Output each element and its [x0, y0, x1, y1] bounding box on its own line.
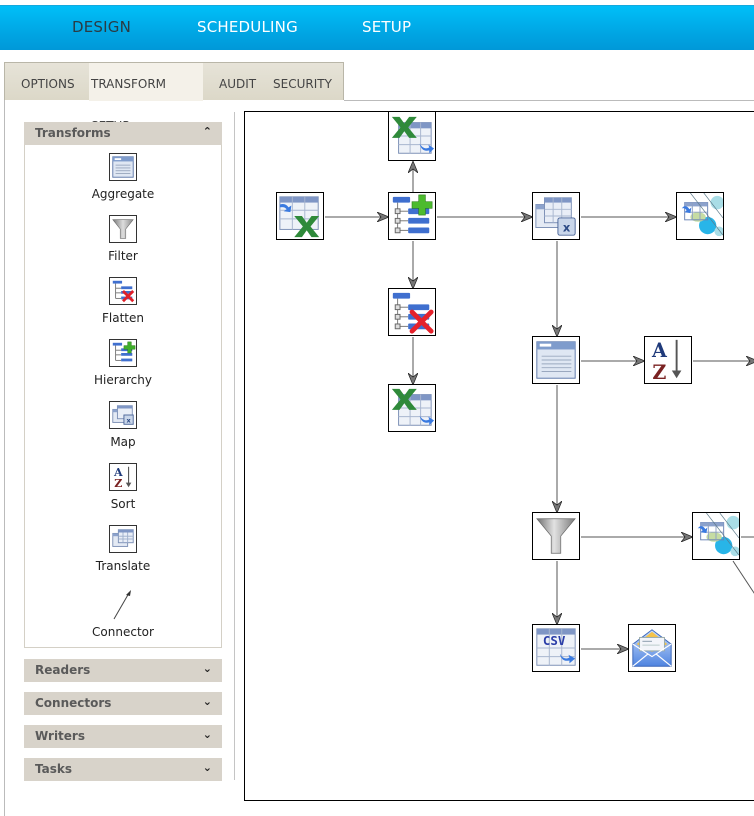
transforms-list: Aggregate Filter Flatten Hierarchy x	[24, 145, 222, 648]
excel-writer-icon	[391, 116, 435, 154]
svg-text:x: x	[563, 220, 571, 234]
tab-bar-divider	[344, 100, 754, 101]
database-writer-icon	[696, 513, 739, 559]
palette-item-label: Filter	[108, 249, 138, 263]
chevron-down-double-icon[interactable]: ⌄	[202, 761, 212, 774]
connectors-panel: Connectors ⌄	[24, 692, 222, 715]
palette-item-connector[interactable]: Connector	[25, 587, 221, 639]
readers-panel-header[interactable]: Readers ⌄	[24, 659, 222, 682]
database-writer-icon	[680, 193, 723, 239]
workflow-canvas[interactable]: x A Z	[244, 111, 754, 801]
connectors-panel-header[interactable]: Connectors ⌄	[24, 692, 222, 715]
palette-item-map[interactable]: x Map	[25, 401, 221, 449]
aggregate-icon	[536, 341, 576, 379]
svg-text:Z: Z	[652, 361, 666, 383]
transforms-panel-title: Transforms	[35, 126, 111, 140]
map-icon: x	[535, 197, 576, 236]
palette-item-translate[interactable]: Translate	[25, 525, 221, 573]
excel-reader-icon	[279, 196, 320, 238]
node-aggregate[interactable]	[532, 336, 580, 384]
chevron-down-double-icon[interactable]: ⌄	[202, 662, 212, 675]
flatten-icon	[392, 292, 434, 334]
readers-panel: Readers ⌄	[24, 659, 222, 682]
palette-item-label: Map	[110, 435, 136, 449]
tab-security[interactable]: SECURITY	[273, 77, 332, 91]
transforms-panel: Transforms ⌃ Aggregate Filter Flatten	[24, 122, 222, 648]
palette-item-flatten[interactable]: Flatten	[25, 277, 221, 325]
palette-item-hierarchy[interactable]: Hierarchy	[25, 339, 221, 387]
node-filter[interactable]	[532, 512, 580, 560]
transforms-panel-header[interactable]: Transforms ⌃	[24, 122, 222, 145]
tasks-panel-header[interactable]: Tasks ⌄	[24, 758, 222, 781]
palette-item-label: Sort	[110, 497, 136, 511]
csv-label: CSV	[543, 633, 566, 648]
top-nav-scheduling[interactable]: SCHEDULING	[197, 18, 298, 36]
writers-panel-title: Writers	[35, 729, 85, 743]
filter-funnel-icon	[536, 518, 576, 554]
node-flatten[interactable]	[388, 288, 436, 336]
palette-item-label: Aggregate	[91, 187, 155, 201]
chevron-up-double-icon[interactable]: ⌃	[202, 125, 212, 138]
tasks-panel-title: Tasks	[35, 762, 73, 776]
node-hierarchy[interactable]	[388, 192, 436, 240]
node-excel-writer-bottom[interactable]	[388, 384, 436, 432]
sort-az-icon: A Z	[651, 339, 682, 383]
palette-splitter[interactable]	[234, 112, 235, 780]
node-excel-writer-top[interactable]	[388, 112, 436, 161]
aggregate-icon	[109, 153, 137, 181]
node-sort[interactable]: A Z	[644, 336, 692, 384]
csv-writer-icon: CSV	[536, 628, 576, 666]
top-nav-setup[interactable]: SETUP	[362, 18, 412, 36]
top-nav-bar: DESIGN SCHEDULING SETUP	[0, 5, 754, 50]
map-icon: x	[109, 401, 137, 429]
edge-db-writer-diagonal[interactable]	[732, 560, 754, 602]
chevron-down-double-icon[interactable]: ⌄	[202, 728, 212, 741]
palette-item-label: Translate	[95, 559, 151, 573]
tab-options[interactable]: OPTIONS	[21, 77, 75, 91]
node-db-writer-bottom[interactable]	[692, 512, 740, 560]
hierarchy-icon	[109, 339, 137, 367]
excel-writer-icon	[391, 388, 435, 426]
node-csv-writer[interactable]: CSV	[532, 624, 580, 672]
translate-icon	[109, 525, 137, 553]
svg-text:A: A	[113, 466, 123, 479]
palette-item-label: Hierarchy	[93, 373, 152, 387]
content-left-border	[4, 100, 5, 816]
tab-transform-setup[interactable]: TRANSFORM SETUP	[89, 63, 203, 133]
svg-text:x: x	[126, 416, 131, 424]
connectors-panel-title: Connectors	[35, 696, 112, 710]
node-map[interactable]: x	[532, 192, 580, 240]
svg-text:Z: Z	[114, 477, 122, 490]
palette-item-filter[interactable]: Filter	[25, 215, 221, 263]
writers-panel: Writers ⌄	[24, 725, 222, 748]
filter-funnel-icon	[109, 215, 137, 243]
node-db-writer-top[interactable]	[676, 192, 724, 240]
palette-item-label: Connector	[92, 625, 154, 639]
flatten-icon	[109, 277, 137, 305]
node-excel-reader[interactable]	[276, 192, 324, 240]
email-task-icon	[632, 629, 672, 667]
readers-panel-title: Readers	[35, 663, 91, 677]
palette-item-aggregate[interactable]: Aggregate	[25, 153, 221, 201]
sub-tab-bar: OPTIONS TRANSFORM SETUP AUDIT SECURITY	[4, 62, 344, 133]
svg-text:A: A	[651, 339, 668, 362]
connector-layer	[325, 112, 754, 801]
node-email[interactable]	[628, 624, 676, 672]
hierarchy-icon	[392, 194, 433, 234]
tab-audit[interactable]: AUDIT	[219, 77, 257, 91]
chevron-down-double-icon[interactable]: ⌄	[202, 695, 212, 708]
connector-arrow-icon	[109, 587, 137, 621]
tasks-panel: Tasks ⌄	[24, 758, 222, 781]
top-nav-design[interactable]: DESIGN	[72, 18, 132, 36]
writers-panel-header[interactable]: Writers ⌄	[24, 725, 222, 748]
palette-item-label: Flatten	[102, 311, 144, 325]
